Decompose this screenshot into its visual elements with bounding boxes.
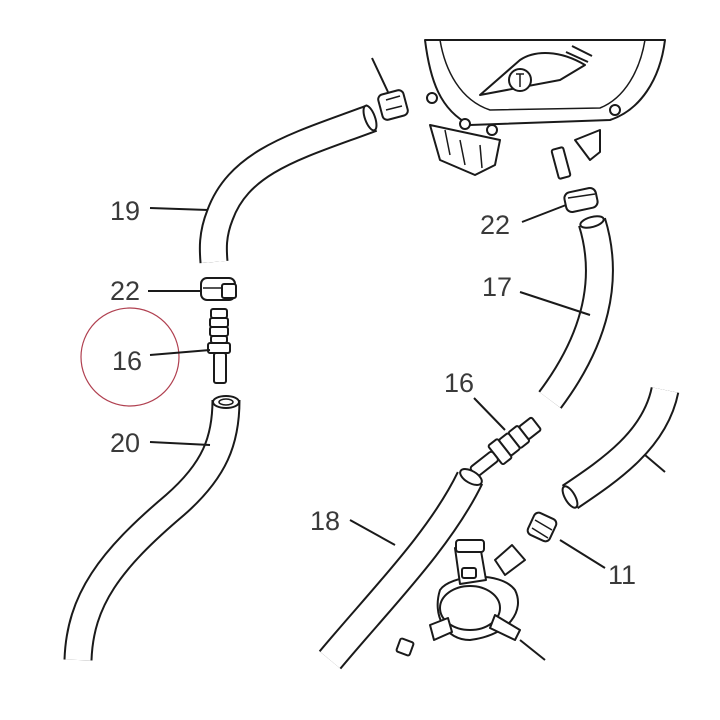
- fuel-pump-flange: [424, 39, 666, 180]
- leader-line-19: [149, 207, 209, 211]
- part-label-17: 17: [482, 272, 512, 302]
- part-label-19: 19: [110, 196, 140, 226]
- leader-line-16-right: [473, 397, 506, 431]
- part-label-22-right: 22: [480, 210, 510, 240]
- hose-fitting-16-right: [469, 416, 542, 478]
- leader-line-16-left: [149, 349, 211, 356]
- part-label-20: 20: [110, 428, 140, 458]
- hose-fitting-16-left: [207, 308, 231, 384]
- part-label-18: 18: [310, 506, 340, 536]
- hose-17: [538, 215, 614, 409]
- hose-19: [198, 104, 378, 264]
- leader-line-20: [149, 441, 211, 446]
- hose-clamp-11: [526, 511, 558, 543]
- valve-assembly: [395, 539, 546, 661]
- part-label-16-right: 16: [444, 368, 474, 398]
- part-label-16-left: 16: [112, 346, 142, 376]
- part-label-22-left: 22: [110, 276, 140, 306]
- hose-18: [318, 468, 484, 670]
- hose-right-lower: [561, 386, 680, 510]
- leader-line-17: [519, 291, 591, 316]
- hose-20: [63, 395, 241, 661]
- leader-line-top-clamp: [371, 57, 389, 93]
- leader-line-right-hose: [644, 454, 666, 473]
- hose-clamp-22-right: [563, 187, 599, 213]
- part-label-11: 11: [608, 560, 636, 590]
- highlight-circle: [80, 307, 180, 407]
- leader-line-18: [349, 519, 396, 546]
- leader-line-11: [559, 539, 606, 569]
- hose-clamp-22-left: [200, 277, 237, 301]
- hose-clamp-top: [377, 89, 409, 121]
- leader-line-22-right: [521, 204, 567, 223]
